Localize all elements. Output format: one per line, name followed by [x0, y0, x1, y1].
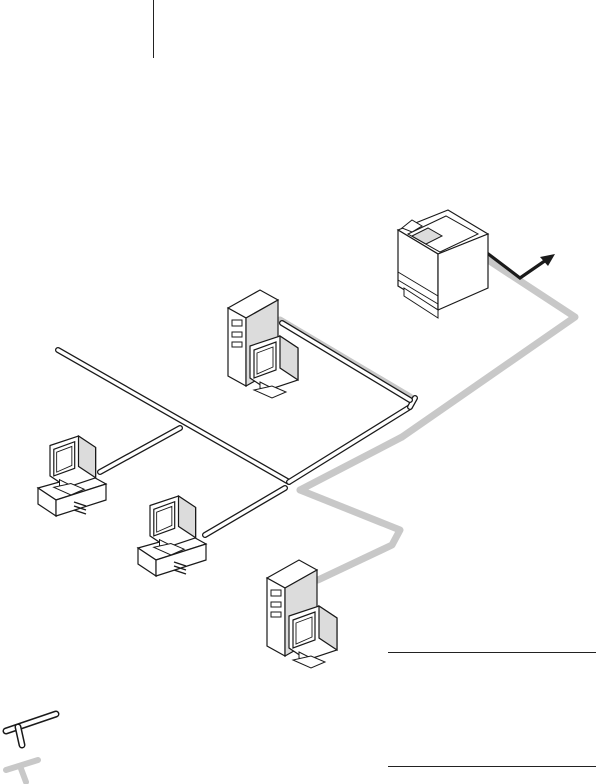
printer-copier-icon [398, 210, 488, 318]
desktop-computer-icon [138, 496, 206, 576]
ethernet-segment [282, 323, 410, 400]
ethernet-drop [100, 428, 180, 472]
desktop-computer-icon [38, 436, 106, 516]
ethernet-drop [205, 488, 285, 535]
print-network-link [300, 490, 400, 580]
ethernet-cable-symbol [6, 714, 56, 745]
print-connection-symbol [6, 760, 38, 782]
server-workstation-icon [228, 290, 298, 398]
